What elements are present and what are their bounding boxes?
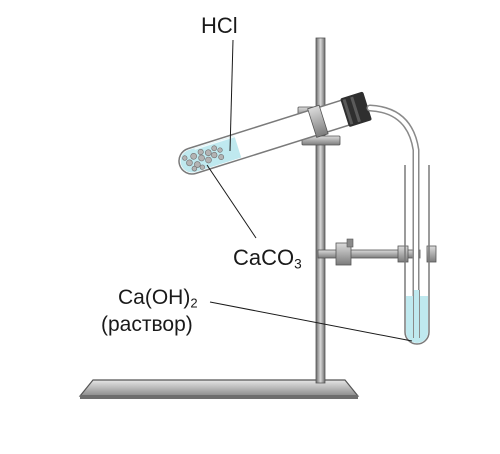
hcl-label: HCl [201, 15, 238, 37]
caoh-label-subscript: 2 [190, 295, 198, 311]
caco3-leader-line [206, 164, 257, 239]
hcl-label-text: HCl [201, 13, 238, 38]
solution-label-text: (раствор) [101, 313, 193, 336]
caoh-label-main: Ca(OH) [118, 286, 191, 309]
caco3-label-subscript: 3 [294, 256, 302, 272]
stand-rod [315, 37, 326, 384]
calcium-hydroxide-label: Ca(OH)2 [118, 287, 198, 309]
solution-label: (раствор) [101, 314, 193, 335]
leader-lines [206, 39, 413, 342]
lower-clamp [317, 238, 437, 266]
hcl-leader-line [229, 39, 234, 152]
reaction-test-tube [178, 91, 372, 175]
caoh-leader-line [209, 301, 413, 342]
caco3-label-main: CaCO [233, 245, 295, 270]
limewater-test-tube [404, 165, 430, 345]
stand-base [78, 379, 360, 399]
caco3-label: CaCO3 [233, 247, 302, 271]
delivery-tube [366, 104, 420, 340]
caco3-particles [182, 145, 225, 172]
